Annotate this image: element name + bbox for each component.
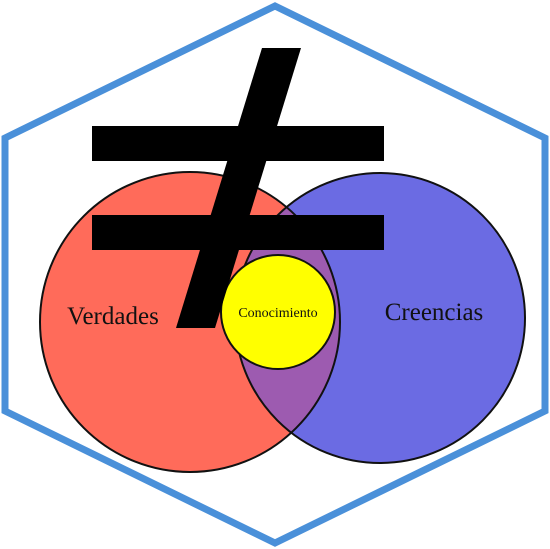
set-label-verdades: Verdades (67, 303, 159, 330)
center-circle-conocimiento (220, 254, 336, 370)
center-label-conocimiento: Conocimiento (238, 306, 317, 321)
not-equal-slash (176, 48, 301, 328)
set-label-creencias: Creencias (385, 299, 484, 326)
not-equal-icon (92, 48, 384, 328)
set-outline-verdades (39, 171, 341, 473)
